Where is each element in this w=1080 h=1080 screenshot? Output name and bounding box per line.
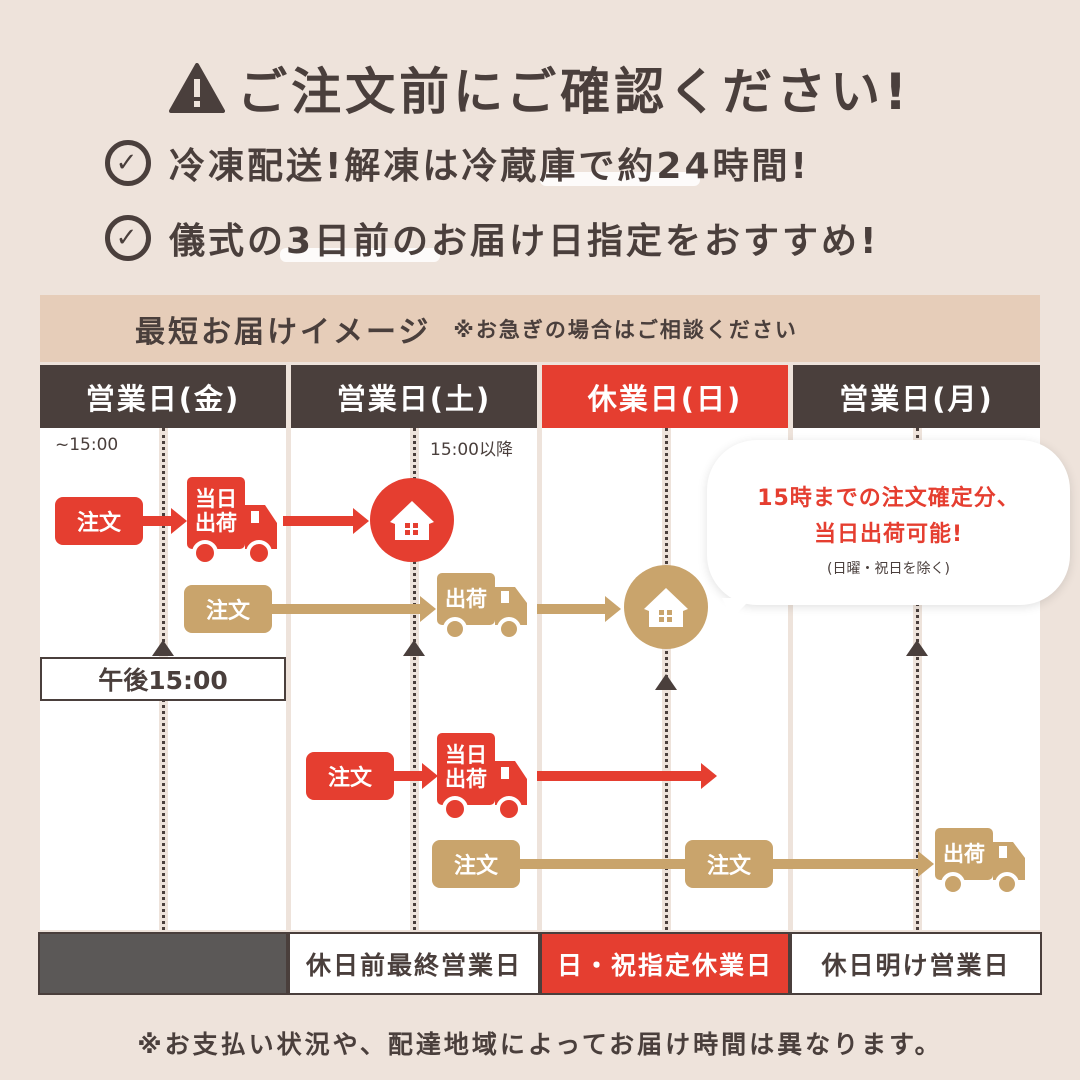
check-line-2: ✓儀式の3日前のお届け日指定をおすすめ! (105, 212, 879, 264)
warning-icon (169, 63, 226, 113)
order-badge: 注文 (55, 497, 143, 545)
check-circle-icon: ✓ (105, 140, 151, 186)
truck-icon (935, 828, 1025, 896)
speech-bubble: 15時までの注文確定分、 当日出荷可能! (日曜・祝日を除く) (707, 440, 1070, 605)
home-delivered-icon (370, 478, 454, 562)
truck-icon (187, 477, 277, 566)
order-badge: 注文 (184, 585, 272, 633)
arrow-icon (143, 508, 187, 534)
highlight (540, 172, 700, 186)
column-header-sun: 休業日(日) (542, 365, 788, 428)
truck-icon (437, 573, 527, 641)
home-delivered-icon (624, 565, 708, 649)
footer-cell: 日・祝指定休業日 (540, 932, 790, 995)
panel-header: 最短お届けイメージ ※お急ぎの場合はご相談ください (40, 295, 1040, 362)
time-label-before: ~15:00 (55, 435, 119, 455)
column-header-mon: 営業日(月) (793, 365, 1040, 428)
column-header-fri: 営業日(金) (40, 365, 286, 428)
arrow-icon (394, 763, 438, 789)
arrow-icon (272, 596, 436, 622)
same-day-ship-truck: 当日出荷 (187, 477, 279, 567)
arrow-icon (283, 508, 369, 534)
timeline-dotted-line (413, 428, 416, 930)
footnote: ※お支払い状況や、配達地域によってお届け時間は異なります。 (137, 1030, 943, 1059)
footer-cell: 休日前最終営業日 (288, 932, 540, 995)
order-badge: 注文 (306, 752, 394, 800)
timeline-dotted-line (916, 428, 919, 930)
arrow-icon (537, 763, 717, 789)
cutoff-time-label: 午後15:00 (40, 657, 286, 701)
order-badge: 注文 (432, 840, 520, 888)
footer-cell (38, 932, 288, 995)
same-day-ship-truck: 当日出荷 (437, 733, 529, 823)
column-header-sat: 営業日(土) (291, 365, 537, 428)
cutoff-marker-icon (906, 640, 928, 656)
check-line-1: ✓冷凍配送!解凍は冷蔵庫で約24時間! (105, 137, 810, 189)
ship-truck: 出荷 (437, 573, 529, 643)
cutoff-marker-icon (403, 640, 425, 656)
cutoff-marker-icon (152, 640, 174, 656)
truck-icon (437, 733, 527, 822)
order-badge: 注文 (685, 840, 773, 888)
time-label-after: 15:00以降 (430, 440, 513, 460)
arrow-icon (537, 596, 621, 622)
highlight (280, 248, 440, 262)
footer-cell: 休日明け営業日 (790, 932, 1042, 995)
cutoff-marker-icon (655, 674, 677, 690)
check-circle-icon: ✓ (105, 215, 151, 261)
page-title: ご注文前にご確認ください! (0, 52, 1080, 124)
bubble-tail (722, 598, 752, 618)
ship-truck: 出荷 (935, 828, 1027, 898)
